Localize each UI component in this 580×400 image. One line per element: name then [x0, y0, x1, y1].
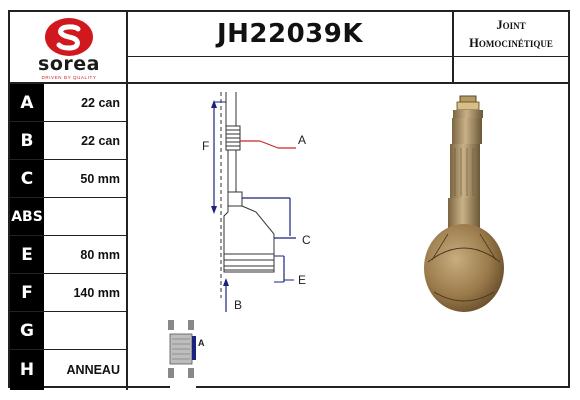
spec-letter: H — [10, 350, 44, 390]
label-a: A — [298, 133, 306, 147]
spec-row-g: G — [10, 312, 128, 350]
brand-tagline: DRIVEN BY QUALITY — [41, 75, 97, 80]
spec-letter: A — [10, 84, 44, 121]
spec-letter: ABS — [10, 198, 44, 235]
spec-value — [44, 312, 128, 349]
joint-outline-drawing — [220, 92, 275, 298]
spec-row-f: F 140 mm — [10, 274, 128, 312]
spec-row-h: H ANNEAU — [10, 350, 128, 390]
label-b: B — [234, 298, 242, 312]
spec-value: 22 can — [81, 133, 120, 148]
label-e: E — [298, 273, 306, 287]
spec-row-c: C 50 mm — [10, 160, 128, 198]
spec-row-b: B 22 can — [10, 122, 128, 160]
part-type-line2: Homocinétique — [469, 36, 553, 50]
part-type: Joint Homocinétique — [469, 16, 553, 52]
reference-cell: JH22039K — [128, 12, 454, 84]
part-reference: JH22039K — [216, 19, 364, 49]
spec-value — [44, 198, 128, 235]
cv-joint-photo — [424, 95, 504, 312]
spec-letter: G — [10, 312, 44, 349]
spec-value: 50 mm — [80, 171, 120, 186]
spec-value: 80 mm — [80, 247, 120, 262]
brand-logo: sorea DRIVEN BY QUALITY — [24, 18, 114, 80]
technical-diagram: F A C E — [168, 92, 504, 390]
spec-value: ANNEAU — [66, 363, 120, 377]
brand-name: sorea — [38, 53, 100, 75]
label-f: F — [202, 139, 209, 153]
spec-letter: F — [10, 274, 44, 311]
dimension-c — [242, 197, 296, 239]
spec-row-e: E 80 mm — [10, 236, 128, 274]
spec-row-a: A 22 can — [10, 84, 128, 122]
dimension-f — [211, 100, 226, 214]
logo-s-icon — [56, 24, 81, 51]
diagram-area: F A C E — [128, 84, 568, 390]
spec-value: 22 can — [81, 95, 120, 110]
part-type-line1: Joint — [496, 18, 526, 32]
spec-table: A 22 can B 22 can C 50 mm ABS E 80 mm F … — [10, 84, 128, 390]
ring-inset-drawing — [168, 316, 196, 390]
spec-value: 140 mm — [73, 285, 120, 300]
spec-letter: C — [10, 160, 44, 197]
spec-letter: B — [10, 122, 44, 159]
spec-letter: E — [10, 236, 44, 273]
spec-row-abs: ABS — [10, 198, 128, 236]
label-inset-a: A — [198, 338, 205, 348]
brand-logo-mark — [45, 18, 93, 56]
product-sheet: sorea DRIVEN BY QUALITY JH22039K Joint H… — [8, 10, 570, 390]
dimension-e — [274, 255, 294, 283]
part-type-cell: Joint Homocinétique — [454, 12, 568, 84]
pointer-a — [240, 140, 296, 149]
label-c: C — [302, 233, 311, 247]
brand-logo-cell: sorea DRIVEN BY QUALITY — [10, 12, 128, 84]
pointer-b — [223, 278, 229, 312]
